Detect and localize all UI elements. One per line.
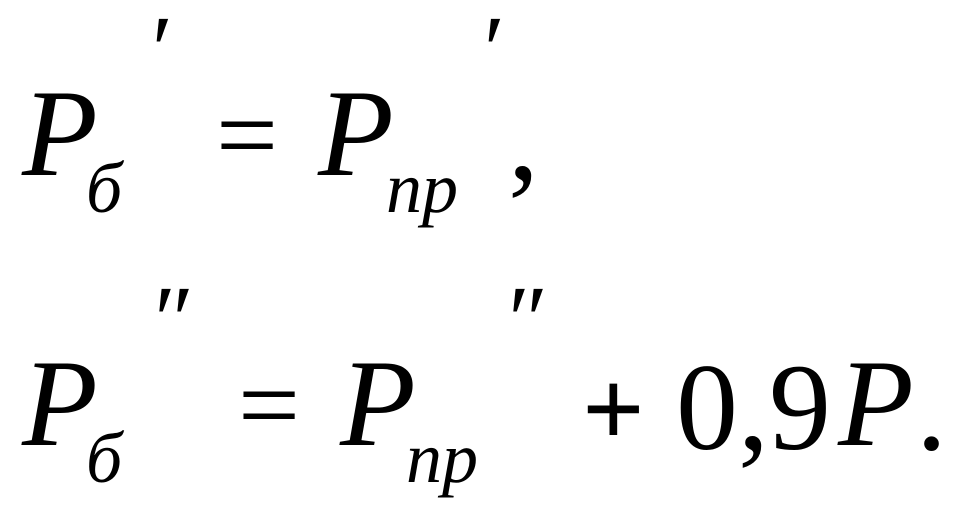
rhs-subscript: пр (406, 418, 478, 498)
second-variable: P (838, 335, 914, 472)
rhs-prime: ′ (478, 0, 499, 103)
rhs-subscript: пр (386, 148, 458, 228)
lhs-prime: ′ (146, 0, 167, 103)
plus-sign: + (582, 348, 645, 470)
equation-1: P б ′ = P пр ′ , (22, 0, 539, 228)
rhs-variable: P (340, 335, 416, 472)
comma: , (508, 69, 539, 206)
coefficient: 0,9 (676, 339, 831, 476)
lhs-variable: P (22, 65, 98, 202)
rhs-prime: ″ (502, 266, 542, 373)
lhs-variable: P (22, 335, 98, 472)
lhs-prime: ″ (148, 266, 188, 373)
lhs-subscript: б (86, 148, 123, 228)
period: . (916, 339, 947, 476)
equation-2: P б ″ = P пр ″ + 0,9 P . (0, 258, 968, 516)
lhs-subscript: б (86, 418, 123, 498)
equals-sign: = (216, 74, 279, 196)
equals-sign: = (238, 344, 301, 466)
rhs-variable: P (318, 65, 394, 202)
